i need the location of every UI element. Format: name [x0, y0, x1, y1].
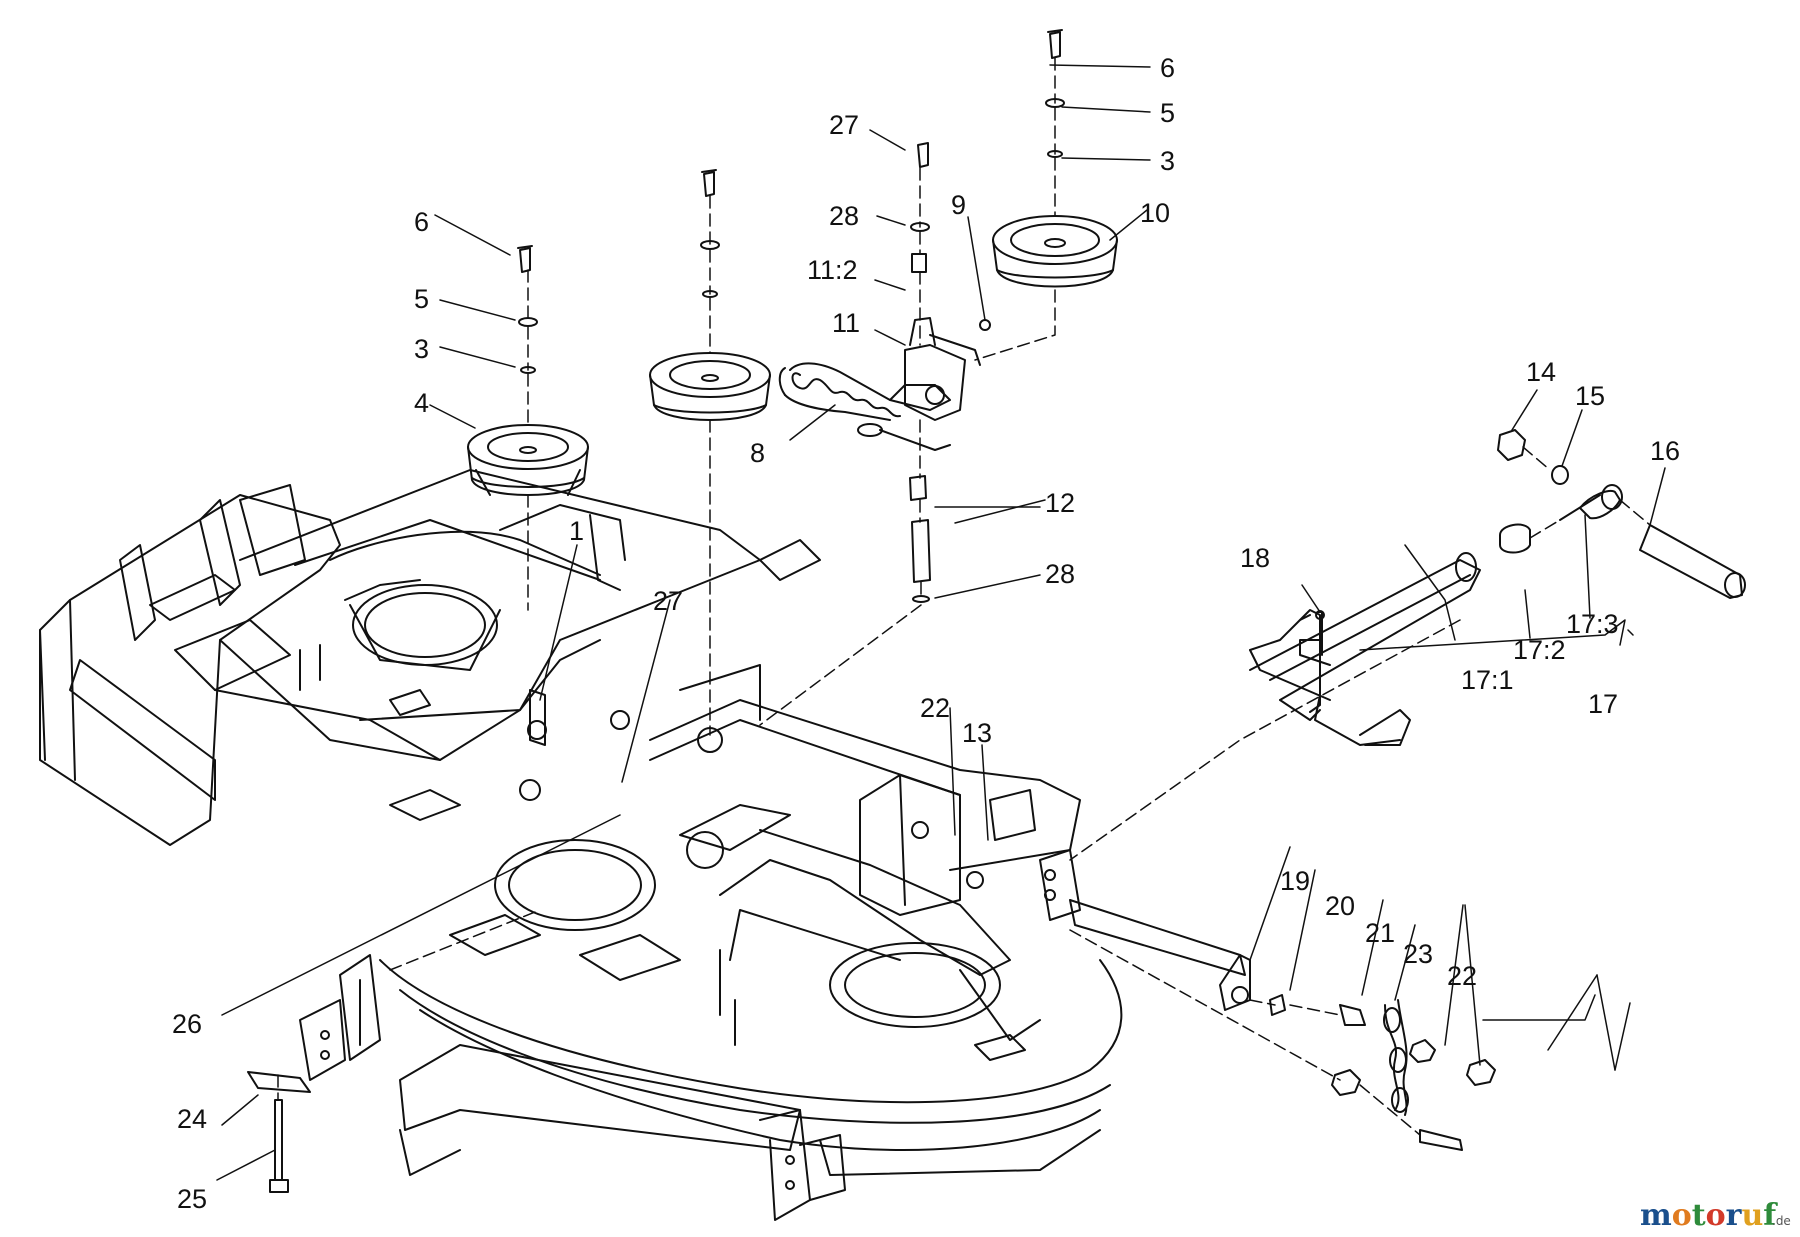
- callout-5-right: 5: [1160, 98, 1175, 128]
- callout-5-left: 5: [414, 284, 429, 314]
- lift-bar-assembly: [1249, 429, 1746, 746]
- callout-11: 11: [832, 308, 860, 338]
- front-hardware: [247, 1071, 311, 1193]
- left-pulley-stack: [467, 245, 589, 496]
- callout-28-bottom: 28: [1045, 559, 1075, 589]
- callout-26: 26: [172, 1009, 202, 1039]
- callout-24: 24: [177, 1104, 207, 1134]
- callout-4: 4: [414, 388, 429, 418]
- callout-13: 13: [962, 718, 992, 748]
- callout-18: 18: [1240, 543, 1270, 573]
- callout-27-deck: 27: [653, 586, 683, 616]
- callout-6-right: 6: [1160, 53, 1175, 83]
- callout-8: 8: [750, 438, 765, 468]
- callout-16: 16: [1650, 436, 1680, 466]
- motoruf-logo: motoruf .de: [1640, 1198, 1791, 1233]
- callout-10: 10: [1140, 198, 1170, 228]
- svg-text:.de: .de: [1772, 1214, 1791, 1228]
- callout-11-2: 11:2: [807, 255, 858, 285]
- callout-12: 12: [1045, 488, 1075, 518]
- callout-23: 23: [1403, 939, 1433, 969]
- callout-19: 19: [1280, 866, 1310, 896]
- callout-3-right: 3: [1160, 146, 1175, 176]
- callout-20: 20: [1325, 891, 1355, 921]
- callout-1: 1: [569, 516, 584, 546]
- callout-17-3: 17:3: [1566, 609, 1619, 639]
- callout-17: 17: [1588, 689, 1618, 719]
- callout-22-chain: 22: [1447, 961, 1477, 991]
- callout-25: 25: [177, 1184, 207, 1214]
- leader-lines: [216, 64, 1666, 1181]
- svg-text:motoruf: motoruf: [1640, 1198, 1778, 1233]
- mower-deck: [39, 469, 1123, 1221]
- callout-21: 21: [1365, 918, 1395, 948]
- callout-14: 14: [1526, 357, 1556, 387]
- callout-6-left: 6: [414, 207, 429, 237]
- chain-and-bracket: [1069, 899, 1496, 1151]
- callout-27-top: 27: [829, 110, 859, 140]
- callout-9: 9: [951, 190, 966, 220]
- callout-15: 15: [1575, 381, 1605, 411]
- callout-labels: 1 3 3 4 5 5 6 6 8 9 10 11 11:2 12 13 14 …: [172, 53, 1680, 1214]
- assembly-lines: [277, 57, 1651, 1136]
- callout-22-bridge: 22: [920, 693, 950, 723]
- callout-17-2: 17:2: [1513, 635, 1566, 665]
- callout-17-1: 17:1: [1461, 665, 1514, 695]
- callout-3-left: 3: [414, 334, 429, 364]
- callout-28-top: 28: [829, 201, 859, 231]
